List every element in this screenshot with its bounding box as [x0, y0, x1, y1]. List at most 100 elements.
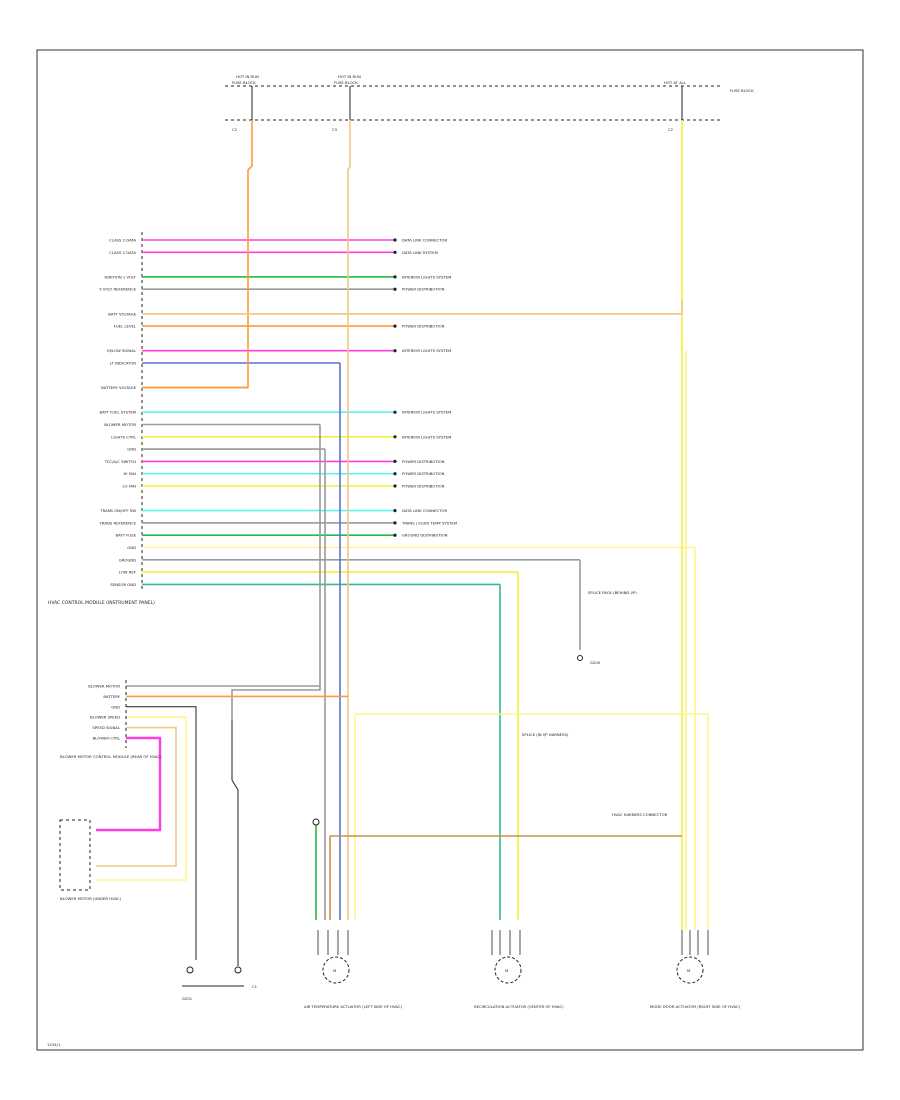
- blower-pin-label: BLOWER CTRL: [93, 736, 121, 741]
- fuse-3-name: HOT AT ALL: [664, 80, 687, 85]
- blower-wire: [96, 736, 162, 832]
- fuse-feed-tan: [347, 120, 351, 920]
- fuse-2-name: HOT IN RUN: [338, 74, 361, 79]
- ground-note: C1: [252, 984, 258, 989]
- fuse-3-label: FUSE BLOCK: [730, 88, 754, 93]
- destination-label: INTERIOR LIGHTS SYSTEM: [402, 410, 451, 415]
- module-title: HVAC CONTROL MODULE (INSTRUMENT PANEL): [48, 600, 155, 606]
- recirc-actuator: M RECIRCULATION ACTUATOR (CENTER OF HVAC…: [474, 956, 564, 1009]
- wire-arrow: [393, 324, 397, 328]
- blower-wire: [96, 726, 177, 867]
- ground-terminal-right: [234, 966, 242, 974]
- blower-signal: [231, 424, 321, 720]
- splice-pack-callout: SPLICE PACK (BEHIND I/P): [588, 590, 637, 595]
- mode-actuator-m: M: [687, 968, 690, 973]
- module-pin-label: LIGHTS CTRL: [111, 434, 137, 439]
- wire-arrow: [393, 521, 397, 525]
- destination-label: TRANS / FLUID TEMP SYSTEM: [401, 520, 457, 525]
- module-pin-label: 5 VOLT REFERENCE: [99, 287, 136, 292]
- fuse-1-label: FUSE BLOCK: [232, 80, 256, 85]
- harness-wires: [96, 120, 709, 966]
- module-pin-label: CLASS 2 DATA: [109, 238, 136, 243]
- wire-arrow: [393, 509, 397, 513]
- wire-arrow: [393, 275, 397, 279]
- destination-label: INTERIOR LIGHTS SYSTEM: [402, 434, 451, 439]
- mode-actuator-title: MODE DOOR ACTUATOR (RIGHT SIDE OF HVAC): [650, 1004, 741, 1009]
- fuse3-branch: [142, 300, 683, 315]
- module-pin-label: GND: [127, 447, 136, 452]
- fuse-1-name: HOT IN RUN: [236, 74, 259, 79]
- wire-arrow: [393, 349, 397, 353]
- wire-arrow: [393, 410, 397, 414]
- wire-arrow: [393, 484, 397, 488]
- module-pin-label: BATT FUEL SYSTEM: [99, 410, 136, 415]
- blower-pin-label: SPEED SIGNAL: [92, 725, 121, 730]
- blower-pin-label: BLOWER SPEED: [90, 715, 120, 720]
- blower-left-labels: BLOWER MOTOR BATTERY GND BLOWER SPEED SPEED …: [88, 684, 121, 741]
- recirc-actuator-title: RECIRCULATION ACTUATOR (CENTER OF HVAC): [474, 1004, 564, 1009]
- wire-arrow: [393, 250, 397, 254]
- module-pin-label: TRANS REFERENCE: [99, 520, 137, 525]
- harness-connector-callout: HVAC HARNESS CONNECTOR: [612, 812, 668, 817]
- blower-pin-label: GND: [111, 704, 120, 709]
- module-pin-label: TRANS ON/OFF SW: [99, 508, 136, 513]
- wire-arrow: [393, 238, 397, 242]
- destination-label: POWER DISTRIBUTION: [402, 324, 445, 329]
- lightyellow-bus: [355, 713, 709, 930]
- module-pin-label: HI/LOW SIGNAL: [107, 348, 137, 353]
- module-pin-label: LOW REF: [119, 570, 136, 575]
- temp-actuator: M AIR TEMPERATURE ACTUATOR (LEFT SIDE OF…: [304, 956, 403, 1009]
- destination-label: INTERIOR LIGHTS SYSTEM: [402, 274, 451, 279]
- module-pin-label: BATT VOLTAGE: [108, 311, 136, 316]
- blower-control-module: BLOWER MOTOR BATTERY GND BLOWER SPEED SPEED …: [60, 680, 162, 759]
- hvac-control-module: CLASS 2 DATA CLASS 2 DATA IGNITION 1 VOLT 5…: [48, 232, 155, 606]
- destination-label: INTERIOR LIGHTS SYSTEM: [402, 348, 451, 353]
- blower-motor-title: BLOWER MOTOR (UNDER HVAC): [60, 896, 122, 901]
- diagram-frame: [36, 49, 864, 1051]
- module-pin-label: IGNITION 1 VOLT: [104, 274, 136, 279]
- module-pin-label: GND: [127, 545, 136, 550]
- blower-pin-label: BLOWER MOTOR: [88, 684, 120, 689]
- destination-label: POWER DISTRIBUTION: [402, 471, 445, 476]
- destination-label: GROUND DISTRIBUTION: [402, 533, 448, 538]
- destination-label: DATA LINK CONNECTOR: [402, 238, 447, 243]
- fuse-2-pin: C3: [332, 127, 338, 132]
- wire-arrow: [393, 459, 397, 463]
- destination-label: DATA LINK SYSTEM: [402, 250, 438, 255]
- module-pin-label: LO FAN: [123, 484, 137, 489]
- temp-ground-terminal: [312, 818, 320, 826]
- blower-ground: [126, 706, 197, 960]
- diagram-code: 1234/1: [47, 1042, 61, 1047]
- fuse-1-pin: C2: [232, 127, 238, 132]
- recirc-actuator-body: [494, 956, 522, 984]
- temp-actuator-body: [322, 956, 350, 984]
- destination-labels: DATA LINK CONNECTOR DATA LINK SYSTEM INTER…: [401, 238, 457, 538]
- destination-label: DATA LINK CONNECTOR: [402, 508, 447, 513]
- module-pin-label: FUEL LEVEL: [114, 324, 137, 329]
- module-pin-label: LT INDICATOR: [110, 361, 136, 366]
- module-pin-label: BLOWER MOTOR: [104, 422, 136, 427]
- module-pin-label: GROUND: [119, 557, 136, 562]
- wire-arrow: [393, 533, 397, 537]
- fuse-3-pin: C2: [668, 127, 674, 132]
- fuse-block: HOT IN RUN FUSE BLOCK HOT IN RUN FUSE BL…: [225, 74, 754, 132]
- fuse-2-label: FUSE BLOCK: [334, 80, 358, 85]
- mode-actuator-body: [676, 956, 704, 984]
- blower-motor: BLOWER MOTOR (UNDER HVAC): [59, 819, 122, 901]
- ground-2-label: G200: [590, 660, 601, 665]
- blower-pin-label: BATTERY: [103, 694, 120, 699]
- module-pin-label: BATTERY VOLTAGE: [101, 385, 136, 390]
- module-left-labels: CLASS 2 DATA CLASS 2 DATA IGNITION 1 VOLT 5…: [99, 238, 137, 587]
- destination-label: POWER DISTRIBUTION: [402, 484, 445, 489]
- recirc-actuator-m: M: [505, 968, 508, 973]
- temp-actuator-m: M: [333, 968, 336, 973]
- blower-ground-2: [231, 720, 239, 966]
- module-pin-label: CLASS 2 DATA: [109, 250, 136, 255]
- blower-module-title: BLOWER MOTOR CONTROL MODULE (REAR OF HVA…: [60, 754, 162, 759]
- blower-wire: [96, 716, 187, 881]
- fuse-feed-orange: [142, 120, 253, 389]
- module-pin-label: SENSOR GND: [110, 582, 136, 587]
- wire-arrow: [393, 472, 397, 476]
- splice-ground-terminal: [577, 655, 583, 661]
